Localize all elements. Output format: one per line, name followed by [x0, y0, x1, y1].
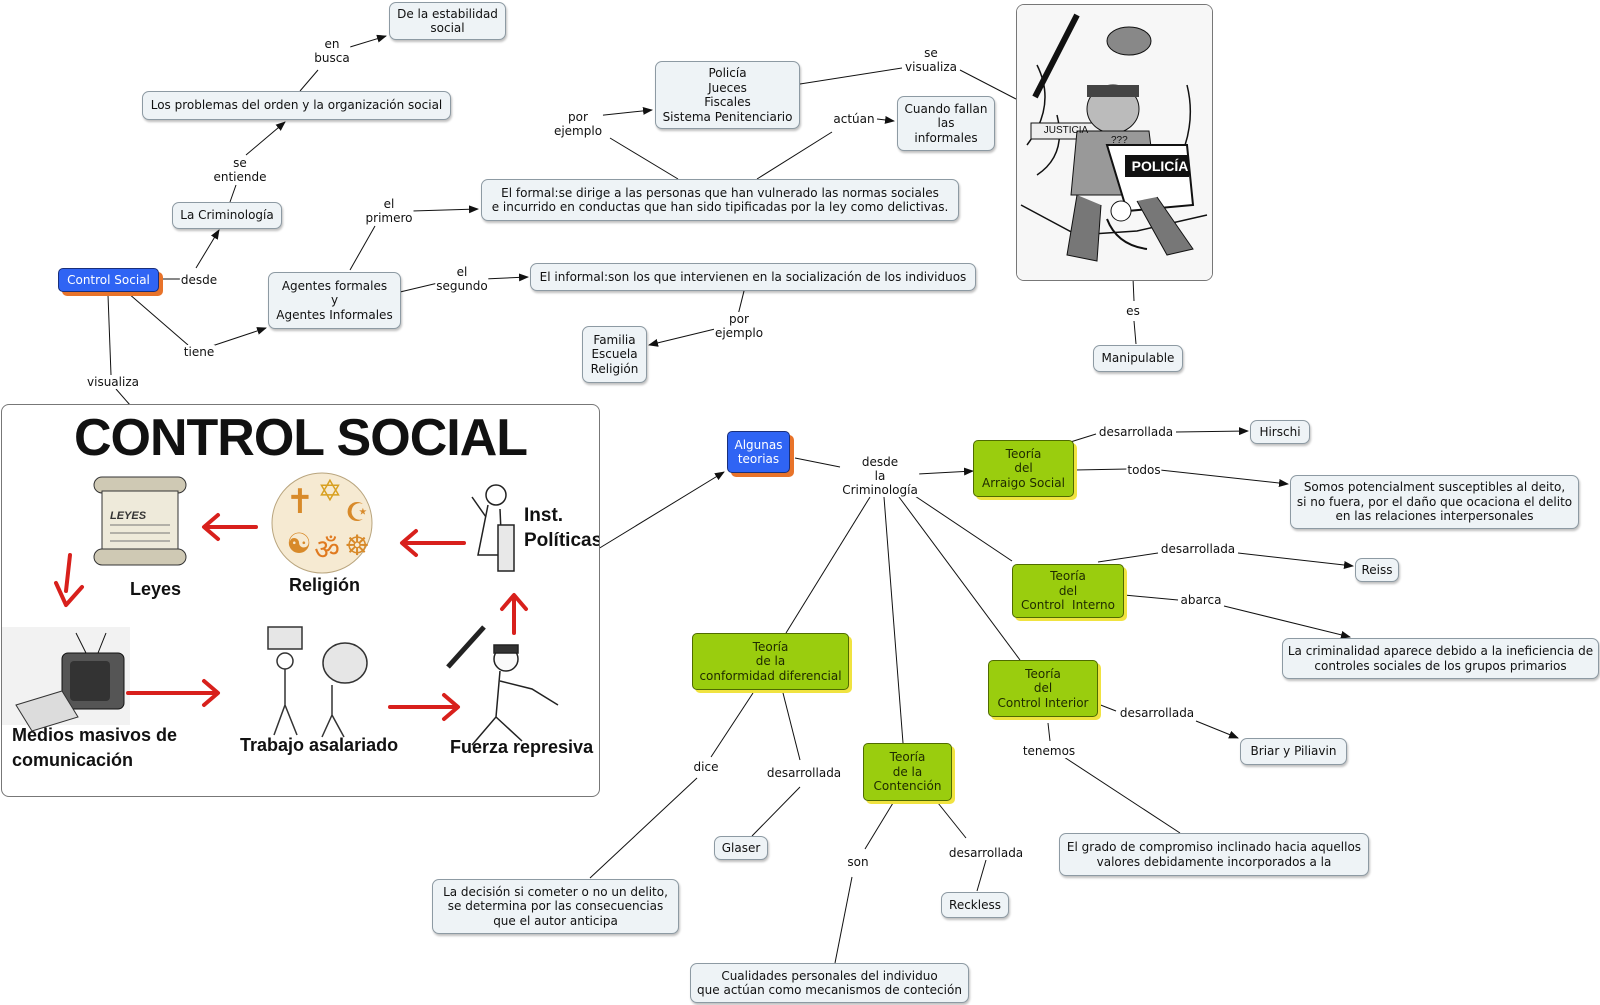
node-informal[interactable]: El informal:son los que intervienen en l… [530, 263, 976, 291]
svg-text:☯: ☯ [286, 527, 311, 560]
control-social-infographic: CONTROL SOCIAL ✝ ✡ ☪ ☯ ॐ ☸ [1, 404, 600, 797]
workers-icon [267, 626, 368, 738]
politician-icon [471, 484, 515, 572]
node-formal[interactable]: El formal:se dirige a las personas que h… [481, 179, 959, 221]
node-hirschi[interactable]: Hirschi [1250, 420, 1310, 444]
infographic-drawings: ✝ ✡ ☪ ☯ ॐ ☸ [2, 472, 559, 746]
label-desarrollada-1: desarrollada [1097, 425, 1175, 439]
svg-text:✝: ✝ [286, 482, 315, 522]
label-se-entiende: se entiende [212, 156, 268, 184]
scroll-label: LEYES [110, 510, 147, 522]
label-desarrollada-5: desarrollada [947, 846, 1025, 860]
node-problemas-orden[interactable]: Los problemas del orden y la organizació… [142, 91, 451, 120]
label-por-ejemplo-2: por ejemplo [713, 312, 765, 340]
node-somos-susceptibles[interactable]: Somos potencialment susceptibles al deit… [1290, 475, 1579, 529]
node-estabilidad-social[interactable]: De la estabilidad social [389, 2, 506, 40]
label-desarrollada-4: desarrollada [765, 766, 843, 780]
label-desde: desde [179, 273, 219, 287]
node-briar-piliavin[interactable]: Briar y Piliavin [1240, 738, 1347, 765]
label-abarca: abarca [1179, 593, 1223, 607]
infographic-leyes: Leyes [130, 579, 182, 599]
label-por-ejemplo-1: por ejemplo [552, 110, 604, 138]
node-el-grado-compromiso[interactable]: El grado de compromiso inclinado hacia a… [1059, 833, 1369, 876]
infographic-trabajo: Trabajo asalariado [240, 735, 399, 755]
node-glaser[interactable]: Glaser [714, 836, 768, 860]
node-teoria-conformidad[interactable]: Teoría de la conformidad diferencial [692, 633, 849, 690]
television-icon [2, 627, 130, 732]
infographic-religion: Religión [289, 575, 360, 595]
police-officer-icon [446, 625, 559, 746]
node-teoria-contencion[interactable]: Teoría de la Contención [863, 743, 952, 801]
religion-symbols-icon: ✝ ✡ ☪ ☯ ॐ ☸ [271, 472, 373, 574]
label-desarrollada-3: desarrollada [1118, 706, 1196, 720]
node-cualidades-personales[interactable]: Cualidades personales del individuo que … [690, 963, 969, 1003]
scroll-icon [93, 476, 187, 566]
svg-text:✡: ✡ [317, 474, 342, 509]
police-riot-drawing [1017, 5, 1212, 280]
label-se-visualiza: se visualiza [904, 46, 958, 74]
svg-text:☪: ☪ [345, 498, 368, 528]
svg-text:ॐ: ॐ [314, 533, 340, 566]
police-cartoon: POLICÍA JUSTICIA ??? [1016, 4, 1213, 281]
node-la-criminologia[interactable]: La Criminología [172, 202, 282, 229]
node-algunas-teorias[interactable]: Algunas teorias [727, 431, 790, 473]
label-dice: dice [692, 760, 720, 774]
node-familia-escuela[interactable]: Familia Escuela Religión [582, 326, 647, 383]
label-el-segundo: el segundo [435, 265, 489, 293]
node-teoria-arraigo-social[interactable]: Teoría del Arraigo Social [973, 440, 1074, 497]
label-desde-la-criminologia: desde la Criminología [841, 455, 919, 497]
label-actuan: actúan [832, 112, 876, 126]
label-son: son [846, 855, 870, 869]
node-policia-jueces[interactable]: Policía Jueces Fiscales Sistema Penitenc… [655, 61, 800, 129]
node-teoria-control-interno[interactable]: Teoría del Control Interno [1012, 564, 1124, 618]
node-control-social[interactable]: Control Social [58, 268, 159, 292]
label-el-primero: el primero [364, 197, 414, 225]
infographic-fuerza: Fuerza represiva [450, 737, 594, 757]
infographic-title: CONTROL SOCIAL [73, 409, 528, 467]
label-tiene: tiene [182, 345, 216, 359]
infographic-inst-politicas: Inst. Políticas [524, 505, 600, 551]
node-reiss[interactable]: Reiss [1355, 558, 1399, 582]
node-cuando-fallan[interactable]: Cuando fallan las informales [897, 96, 995, 151]
node-manipulable[interactable]: Manipulable [1093, 345, 1183, 372]
banner-text: JUSTICIA [1043, 125, 1089, 136]
question-marks: ??? [1111, 135, 1128, 146]
node-la-criminalidad[interactable]: La criminalidad aparece debido a la inef… [1282, 638, 1599, 679]
cycle-arrows [54, 513, 528, 721]
infographic-medios: Medios masivos de comunicación [12, 725, 178, 770]
label-todos: todos [1126, 463, 1162, 477]
node-la-decision[interactable]: La decisión si cometer o no un delito, s… [432, 879, 679, 934]
label-en-busca: en busca [313, 37, 351, 65]
node-agentes[interactable]: Agentes formales y Agentes Informales [268, 272, 401, 329]
node-teoria-control-interior[interactable]: Teoría del Control Interior [988, 660, 1098, 717]
label-visualiza: visualiza [86, 375, 140, 389]
svg-text:☸: ☸ [344, 529, 369, 562]
node-reckless[interactable]: Reckless [941, 892, 1009, 918]
label-tenemos: tenemos [1021, 744, 1077, 758]
label-es: es [1125, 304, 1141, 318]
shield-text: POLICÍA [1131, 158, 1189, 174]
label-desarrollada-2: desarrollada [1159, 542, 1237, 556]
